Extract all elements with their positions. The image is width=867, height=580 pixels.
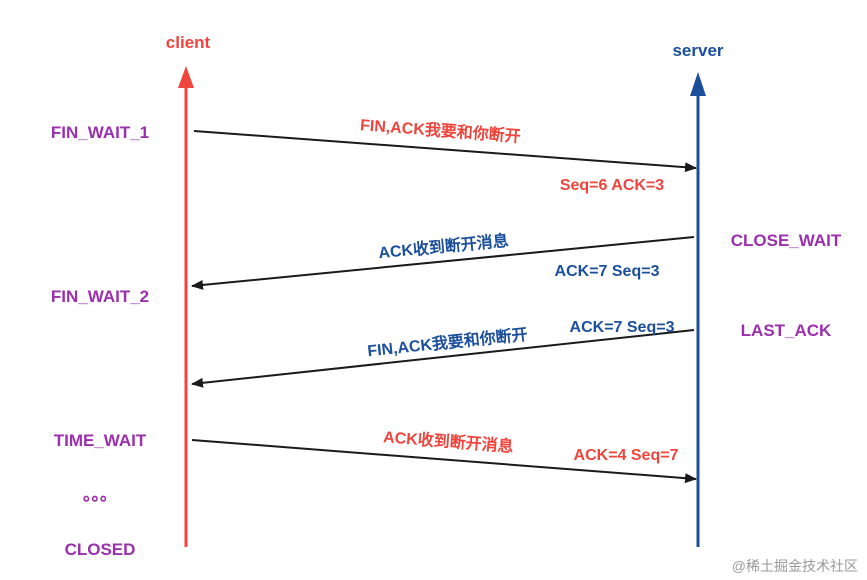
client-state-fin-wait-2: FIN_WAIT_2 [51, 287, 149, 306]
message-3-fin: FIN,ACK我要和你断开 ACK=7 Seq=3 [191, 319, 695, 388]
message-3-label: FIN,ACK我要和你断开 [366, 325, 528, 361]
message-2-ack: ACK收到断开消息 ACK=7 Seq=3 [191, 231, 695, 290]
client-state-fin-wait-1: FIN_WAIT_1 [51, 123, 149, 142]
client-state-ellipsis: 。。。 [83, 485, 117, 504]
message-3-seq: ACK=7 Seq=3 [570, 319, 675, 336]
message-4-seq: ACK=4 Seq=7 [574, 447, 679, 464]
message-4-ack: ACK收到断开消息 ACK=4 Seq=7 [191, 427, 697, 484]
client-lifeline-arrowhead [178, 66, 194, 88]
server-label: server [672, 41, 723, 60]
message-2-seq: ACK=7 Seq=3 [555, 263, 660, 280]
message-2-arrow [191, 236, 695, 290]
server-state-close-wait: CLOSE_WAIT [731, 231, 842, 250]
message-4-label: ACK收到断开消息 [383, 427, 515, 456]
message-1-label: FIN,ACK我要和你断开 [359, 115, 521, 146]
server-lifeline [690, 72, 706, 547]
message-1-arrow [193, 130, 697, 173]
message-4-arrow [191, 439, 697, 484]
client-lifeline [178, 66, 194, 547]
client-state-closed: CLOSED [65, 540, 136, 559]
server-lifeline-arrowhead [690, 72, 706, 96]
message-1-seq: Seq=6 ACK=3 [560, 177, 664, 194]
message-3-arrow [191, 329, 695, 388]
watermark-text: @稀土掘金技术社区 [732, 558, 858, 574]
client-state-time-wait: TIME_WAIT [54, 431, 147, 450]
client-label: client [166, 33, 211, 52]
message-1-fin: FIN,ACK我要和你断开 Seq=6 ACK=3 [193, 115, 697, 194]
server-state-last-ack: LAST_ACK [741, 321, 832, 340]
